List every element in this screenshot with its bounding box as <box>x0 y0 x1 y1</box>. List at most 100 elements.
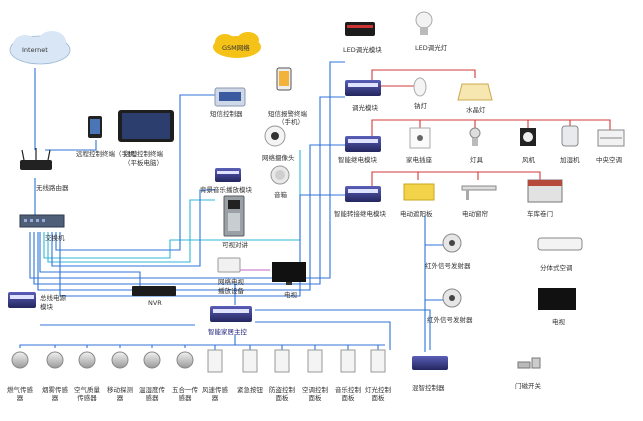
switch-label: 交换机 <box>45 233 65 242</box>
central-ac: 中央空调 <box>596 129 625 164</box>
motor-relay-module: 智能转接继电模块 <box>334 186 387 218</box>
sensor-row: 燃气传感器烟雾传感器空气质量传感器移动探测器温湿度传感器五合一传感器风速传感器紧… <box>7 349 392 402</box>
gateway-controller: 混智控制器 <box>412 356 448 392</box>
ip-camera: 网络摄像头 <box>262 125 295 162</box>
sensor-0: 燃气传感器 <box>7 351 34 402</box>
sensor-icon <box>143 351 161 369</box>
sensor-3: 移动探测器 <box>107 351 134 402</box>
incandescent-lamp: 钠灯 <box>413 77 428 110</box>
bus-power-label-1: 总线电源 <box>40 293 67 302</box>
ir-emitter-2: 红外信号发射器 <box>427 288 473 324</box>
sensor-icon <box>111 351 129 369</box>
video-intercom: 可视对讲 <box>222 195 249 249</box>
internet-label: Internet <box>22 46 48 54</box>
relay-module-label: 智能继电模块 <box>338 155 378 164</box>
remote-pad: 远程控制终端 （平板电脑） <box>118 110 174 167</box>
television-right: 电视 <box>538 288 576 326</box>
sensor-label: 灯光控制面板 <box>365 385 392 402</box>
sensor-label: 音乐控制面板 <box>335 385 362 402</box>
tv-right-label: 电视 <box>552 317 566 326</box>
sensor-8: 防盗控制面板 <box>269 349 296 402</box>
curtain-label: 电动窗帘 <box>462 209 489 218</box>
split-ac-label: 分体式空调 <box>540 263 573 272</box>
remote-phone: 远程控制终端（手机） <box>76 116 141 158</box>
sensor-10: 音乐控制面板 <box>335 349 362 402</box>
dimmer-module: 调光模块 <box>345 80 381 112</box>
sensor-11: 灯光控制面板 <box>365 349 392 402</box>
sensor-4: 温湿度传感器 <box>139 351 166 402</box>
split-ac: 分体式空调 <box>537 237 583 272</box>
central-ac-label: 中央空调 <box>596 155 622 164</box>
wireless-router-label: 无线路由器 <box>36 183 69 192</box>
door-sensor-label: 门磁开关 <box>515 381 542 390</box>
chandelier-label: 水晶灯 <box>466 105 486 114</box>
remote-pad-label-2: （平板电脑） <box>124 158 163 167</box>
spotlight-label: 灯具 <box>470 155 484 164</box>
sensor-1: 烟雾传感器 <box>42 351 69 402</box>
gsm-label: GSM网络 <box>222 43 250 52</box>
gsm-cloud: GSM网络 <box>213 32 261 58</box>
sensor-icon <box>176 351 194 369</box>
garage-door-label: 车库卷门 <box>527 209 553 218</box>
internet-cloud: Internet <box>9 31 71 65</box>
ir-emitter-1: 红外信号发射器 <box>425 233 471 270</box>
sensor-icon <box>78 351 96 369</box>
sensor-label: 移动探测器 <box>107 385 134 402</box>
sensor-icon <box>307 349 323 373</box>
led-module-label: LED调光模块 <box>343 45 382 54</box>
sensor-9: 空调控制面板 <box>302 349 329 402</box>
led-dimmer-module: LED调光模块 <box>343 22 382 54</box>
bus-power-module: 总线电源 模块 <box>8 292 67 311</box>
remote-phone-label: 远程控制终端（手机） <box>76 149 141 158</box>
sensor-icon <box>340 349 356 373</box>
sensor-label: 防盗控制面板 <box>269 385 296 402</box>
wiring <box>19 61 611 352</box>
gateway-label: 混智控制器 <box>412 383 445 392</box>
sensor-icon <box>274 349 290 373</box>
garage-door: 车库卷门 <box>527 179 563 218</box>
ir-emitter-1-label: 红外信号发射器 <box>425 261 471 270</box>
music-module-label: 背景音乐播放模块 <box>200 185 253 194</box>
sensor-icon <box>11 351 29 369</box>
sunshade-panel: 电动遮阳板 <box>400 183 435 218</box>
curtain-motor: 电动窗帘 <box>461 185 497 218</box>
media-player-label-2: 播放设备 <box>218 286 245 295</box>
relay-module: 智能继电模块 <box>338 136 381 164</box>
sensor-icon <box>242 349 258 373</box>
sensor-icon <box>370 349 386 373</box>
led-lamp-label: LED调光灯 <box>415 43 448 52</box>
curtain-track-label: 电动遮阳板 <box>400 209 433 218</box>
sensor-label: 烟雾传感器 <box>42 385 69 402</box>
sensor-label: 紧急按钮 <box>237 385 264 394</box>
television-center: 电视 <box>272 262 306 299</box>
ip-camera-label: 网络摄像头 <box>262 153 295 162</box>
sms-terminal-label-2: （手机） <box>278 117 304 126</box>
intercom-label: 可视对讲 <box>222 240 249 249</box>
led-bulb: LED调光灯 <box>415 11 448 52</box>
socket-label: 家电插座 <box>406 155 433 164</box>
speaker-label: 音箱 <box>274 190 288 199</box>
bus-power-label-2: 模块 <box>40 302 54 311</box>
sensor-icon <box>46 351 64 369</box>
sms-terminal-label-1: 短信报警终端 <box>268 109 308 118</box>
ir-emitter-2-label: 红外信号发射器 <box>427 315 473 324</box>
sensor-2: 空气质量传感器 <box>74 351 101 402</box>
exhaust-fan: 风机 <box>520 128 536 164</box>
sensor-label: 五合一传感器 <box>172 385 199 402</box>
main-controller: 智能家居主控 <box>208 306 252 336</box>
remote-pad-label-1: 远程控制终端 <box>124 149 164 158</box>
media-player: 网络电视 播放设备 <box>217 257 245 295</box>
sensor-label: 燃气传感器 <box>7 385 34 402</box>
tv-center-label: 电视 <box>284 290 298 299</box>
sensor-label: 风速传感器 <box>202 385 229 402</box>
sensor-5: 五合一传感器 <box>172 351 199 402</box>
sensor-icon <box>207 349 223 373</box>
dimmer-module-label: 调光模块 <box>352 103 379 112</box>
door-magnet-switch: 门磁开关 <box>515 357 542 390</box>
sms-controller: 短信控制器 <box>210 87 246 118</box>
nvr-label: NVR <box>148 299 162 307</box>
network-switch: 交换机 <box>19 214 65 242</box>
sensor-6: 风速传感器 <box>202 349 229 402</box>
music-module: 背景音乐播放模块 <box>200 168 253 194</box>
